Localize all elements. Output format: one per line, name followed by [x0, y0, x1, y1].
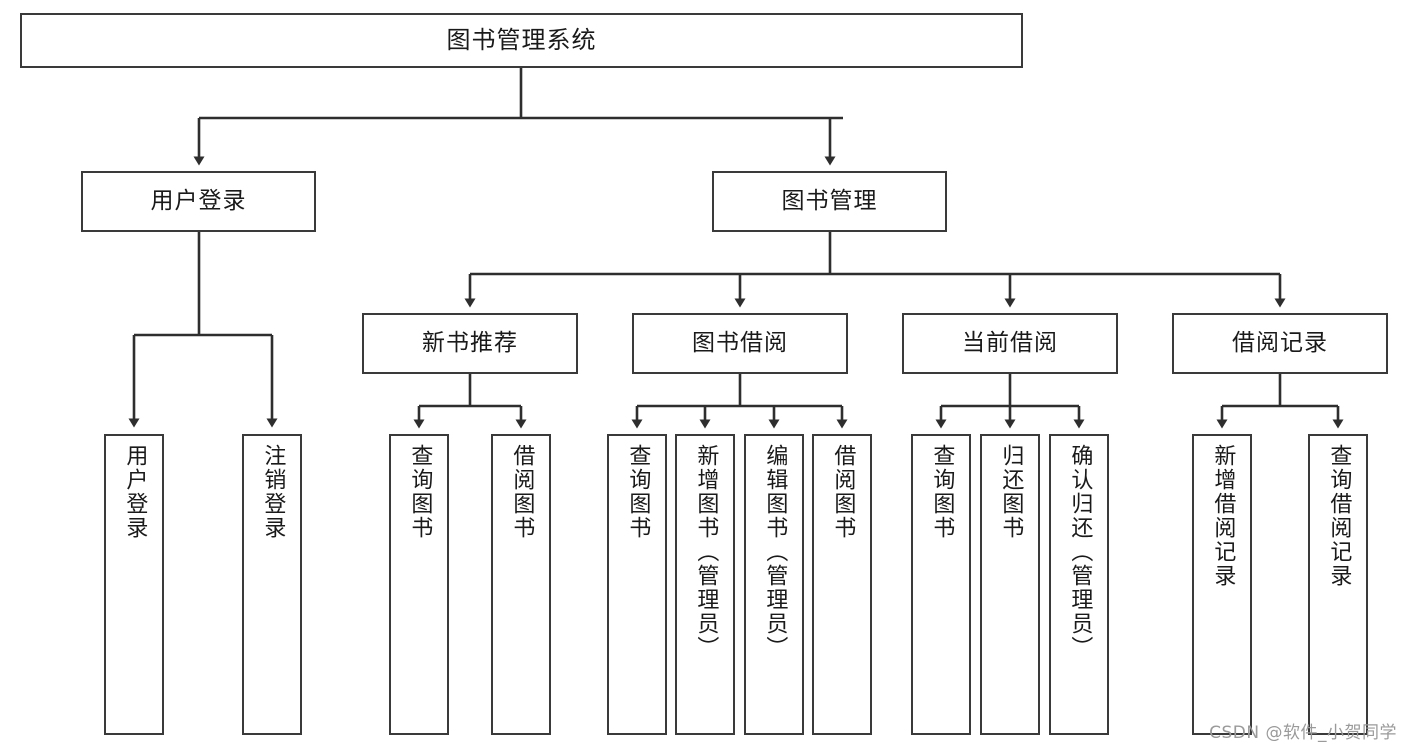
node-label: 图书管理: [781, 187, 878, 214]
node-label: 借阅图书: [830, 444, 856, 540]
node-label: 当前借阅: [962, 329, 1058, 356]
node-borrow-record[interactable]: 借阅记录: [1172, 313, 1388, 374]
leaf-current-return-book[interactable]: 归还图书: [980, 434, 1040, 735]
node-book-management[interactable]: 图书管理: [712, 171, 947, 232]
node-label: 归还图书: [998, 444, 1024, 540]
leaf-record-add-record[interactable]: 新增借阅记录: [1192, 434, 1252, 735]
node-label: 用户登录: [150, 187, 247, 214]
node-label: 查询图书: [625, 444, 651, 540]
csdn-watermark: CSDN @软件_小贺同学: [1209, 723, 1397, 743]
node-label: 新增图书（管理员）: [693, 444, 719, 660]
node-new-book-recommend[interactable]: 新书推荐: [362, 313, 578, 374]
leaf-recommend-query-book[interactable]: 查询图书: [389, 434, 449, 735]
node-label: 借阅记录: [1232, 329, 1328, 356]
node-label: 用户登录: [122, 444, 148, 540]
node-label: 确认归还（管理员）: [1067, 444, 1093, 660]
node-label: 注销登录: [260, 444, 286, 540]
leaf-current-query-book[interactable]: 查询图书: [911, 434, 971, 735]
leaf-record-query-record[interactable]: 查询借阅记录: [1308, 434, 1368, 735]
leaf-borrow-add-book[interactable]: 新增图书（管理员）: [675, 434, 735, 735]
leaf-borrow-query-book[interactable]: 查询图书: [607, 434, 667, 735]
node-label: 查询图书: [929, 444, 955, 540]
node-label: 新书推荐: [422, 329, 518, 356]
leaf-recommend-borrow-book[interactable]: 借阅图书: [491, 434, 551, 735]
node-label: 编辑图书（管理员）: [762, 444, 788, 660]
node-user-login[interactable]: 用户登录: [81, 171, 316, 232]
node-label: 图书借阅: [692, 329, 788, 356]
node-label: 新增借阅记录: [1210, 444, 1236, 588]
node-root-system[interactable]: 图书管理系统: [20, 13, 1023, 68]
node-label: 借阅图书: [509, 444, 535, 540]
leaf-current-confirm-return[interactable]: 确认归还（管理员）: [1049, 434, 1109, 735]
leaf-user-login-logout[interactable]: 注销登录: [242, 434, 302, 735]
leaf-user-login-login[interactable]: 用户登录: [104, 434, 164, 735]
node-book-borrow[interactable]: 图书借阅: [632, 313, 848, 374]
node-label: 查询借阅记录: [1326, 444, 1352, 588]
node-current-borrow[interactable]: 当前借阅: [902, 313, 1118, 374]
node-label: 查询图书: [407, 444, 433, 540]
leaf-borrow-edit-book[interactable]: 编辑图书（管理员）: [744, 434, 804, 735]
leaf-borrow-borrow-book[interactable]: 借阅图书: [812, 434, 872, 735]
node-label: 图书管理系统: [446, 26, 597, 55]
